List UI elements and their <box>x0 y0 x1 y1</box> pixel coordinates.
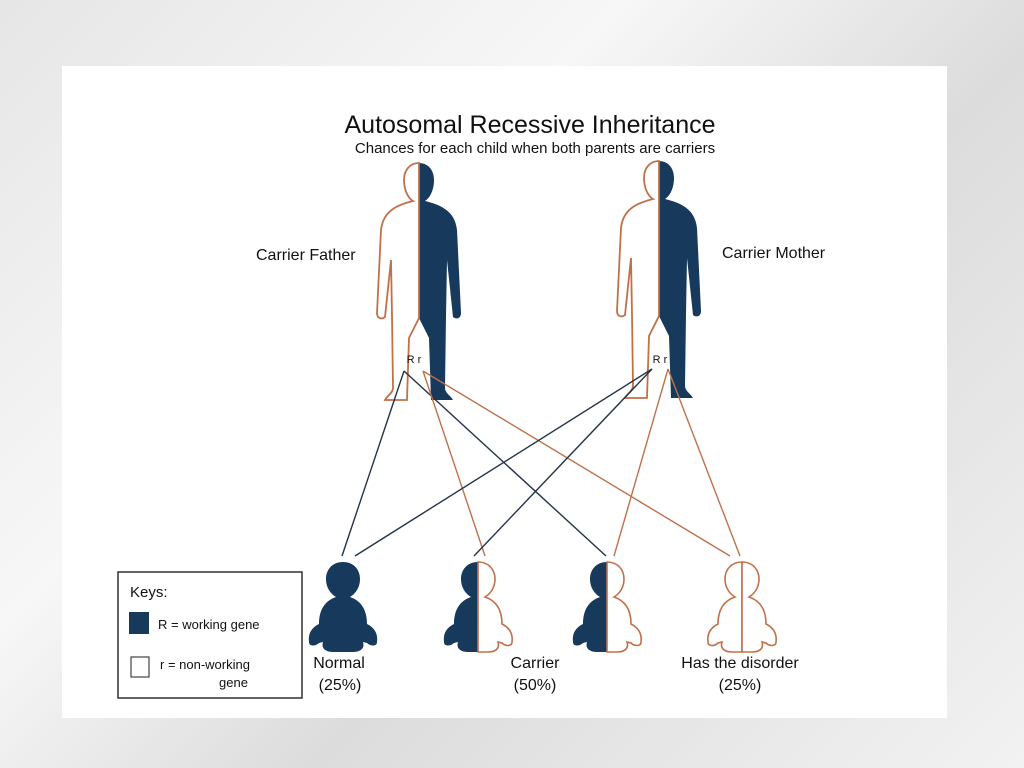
mother-genotype: R r <box>653 354 668 366</box>
father-genotype: R r <box>407 354 422 366</box>
key-working-label: R = working gene <box>158 617 260 632</box>
outcome-disorder-percent: (25%) <box>719 677 762 694</box>
key-legend: Keys: R = working gene r = non-working g… <box>117 571 303 699</box>
diagram-title: Autosomal Recessive Inheritance <box>344 111 715 139</box>
key-nonworking-label-1: r = non-working <box>160 657 250 672</box>
key-title: Keys: <box>130 584 168 601</box>
outcome-carrier-percent: (50%) <box>514 677 557 694</box>
father-label: Carrier Father <box>256 247 356 264</box>
child-figure-3 <box>572 561 642 653</box>
line-mother-R-to-RR <box>354 368 653 557</box>
outcome-normal-percent: (25%) <box>319 677 362 694</box>
line-father-r-to-Rr1 <box>422 370 486 557</box>
line-father-r-to-rr <box>422 370 731 557</box>
line-mother-R-to-Rr1 <box>473 368 653 557</box>
key-nonworking-swatch <box>130 656 150 678</box>
child-figure-2 <box>443 561 513 653</box>
outcome-disorder-label: Has the disorder <box>681 655 799 672</box>
inheritance-lines <box>341 368 741 557</box>
key-working-swatch <box>129 612 149 634</box>
diagram-subtitle: Chances for each child when both parents… <box>355 140 715 157</box>
line-mother-r-to-Rr2 <box>613 368 669 557</box>
key-nonworking-label-2: gene <box>219 675 248 690</box>
outcome-carrier-label: Carrier <box>511 655 561 672</box>
line-father-R-to-RR <box>341 370 405 557</box>
line-father-R-to-Rr2 <box>403 370 607 557</box>
line-mother-r-to-rr <box>667 368 741 557</box>
child-figure-1 <box>308 562 378 652</box>
child-figure-4 <box>707 561 777 653</box>
outcome-normal-label: Normal <box>313 655 365 672</box>
mother-label: Carrier Mother <box>722 245 826 262</box>
